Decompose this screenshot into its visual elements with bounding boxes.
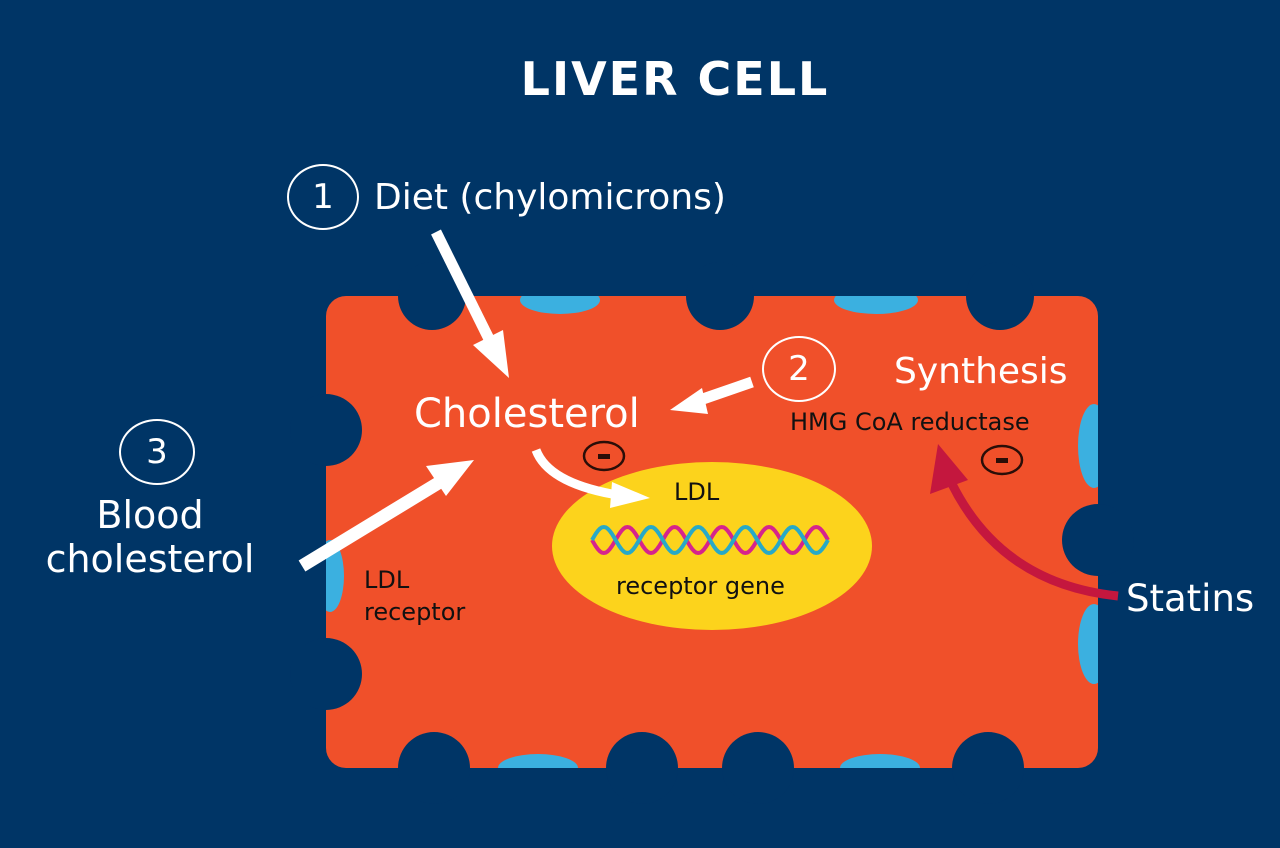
blood-label-line-1: Blood (96, 493, 204, 537)
ldl-receptors (326, 296, 1098, 768)
statins-arrow (930, 444, 1119, 601)
dna-helix (590, 524, 830, 556)
blood-label-line-2: cholesterol (45, 537, 255, 581)
cholesterol-to-ldl-arrow (531, 448, 650, 508)
cholesterol-label: Cholesterol (414, 391, 640, 437)
step-number-2: 2 (762, 336, 836, 402)
blood-arrow (298, 460, 474, 572)
receptor-label-line-2: receptor (364, 598, 466, 626)
cell-membrane-notches (290, 262, 1134, 804)
diet-label: Diet (chylomicrons) (374, 177, 726, 218)
statins-label: Statins (1126, 577, 1255, 620)
synthesis-arrow (670, 376, 754, 414)
step-number-1: 1 (287, 164, 359, 230)
diagram-title: LIVER CELL (520, 52, 830, 106)
inhibition-symbol-synthesis (980, 444, 1024, 476)
inhibition-symbols (582, 440, 1024, 476)
diet-arrow (431, 229, 509, 378)
receptor-label-line-1: LDL (364, 566, 410, 594)
enzyme-label: HMG CoA reductase (790, 408, 1030, 436)
synthesis-label: Synthesis (894, 351, 1068, 392)
arrows (298, 229, 1119, 601)
nucleus-bottom-label: receptor gene (616, 572, 785, 600)
step-number-3: 3 (119, 419, 195, 485)
nucleus-top-label: LDL (674, 478, 720, 506)
inhibition-symbol-ldl (582, 440, 626, 472)
